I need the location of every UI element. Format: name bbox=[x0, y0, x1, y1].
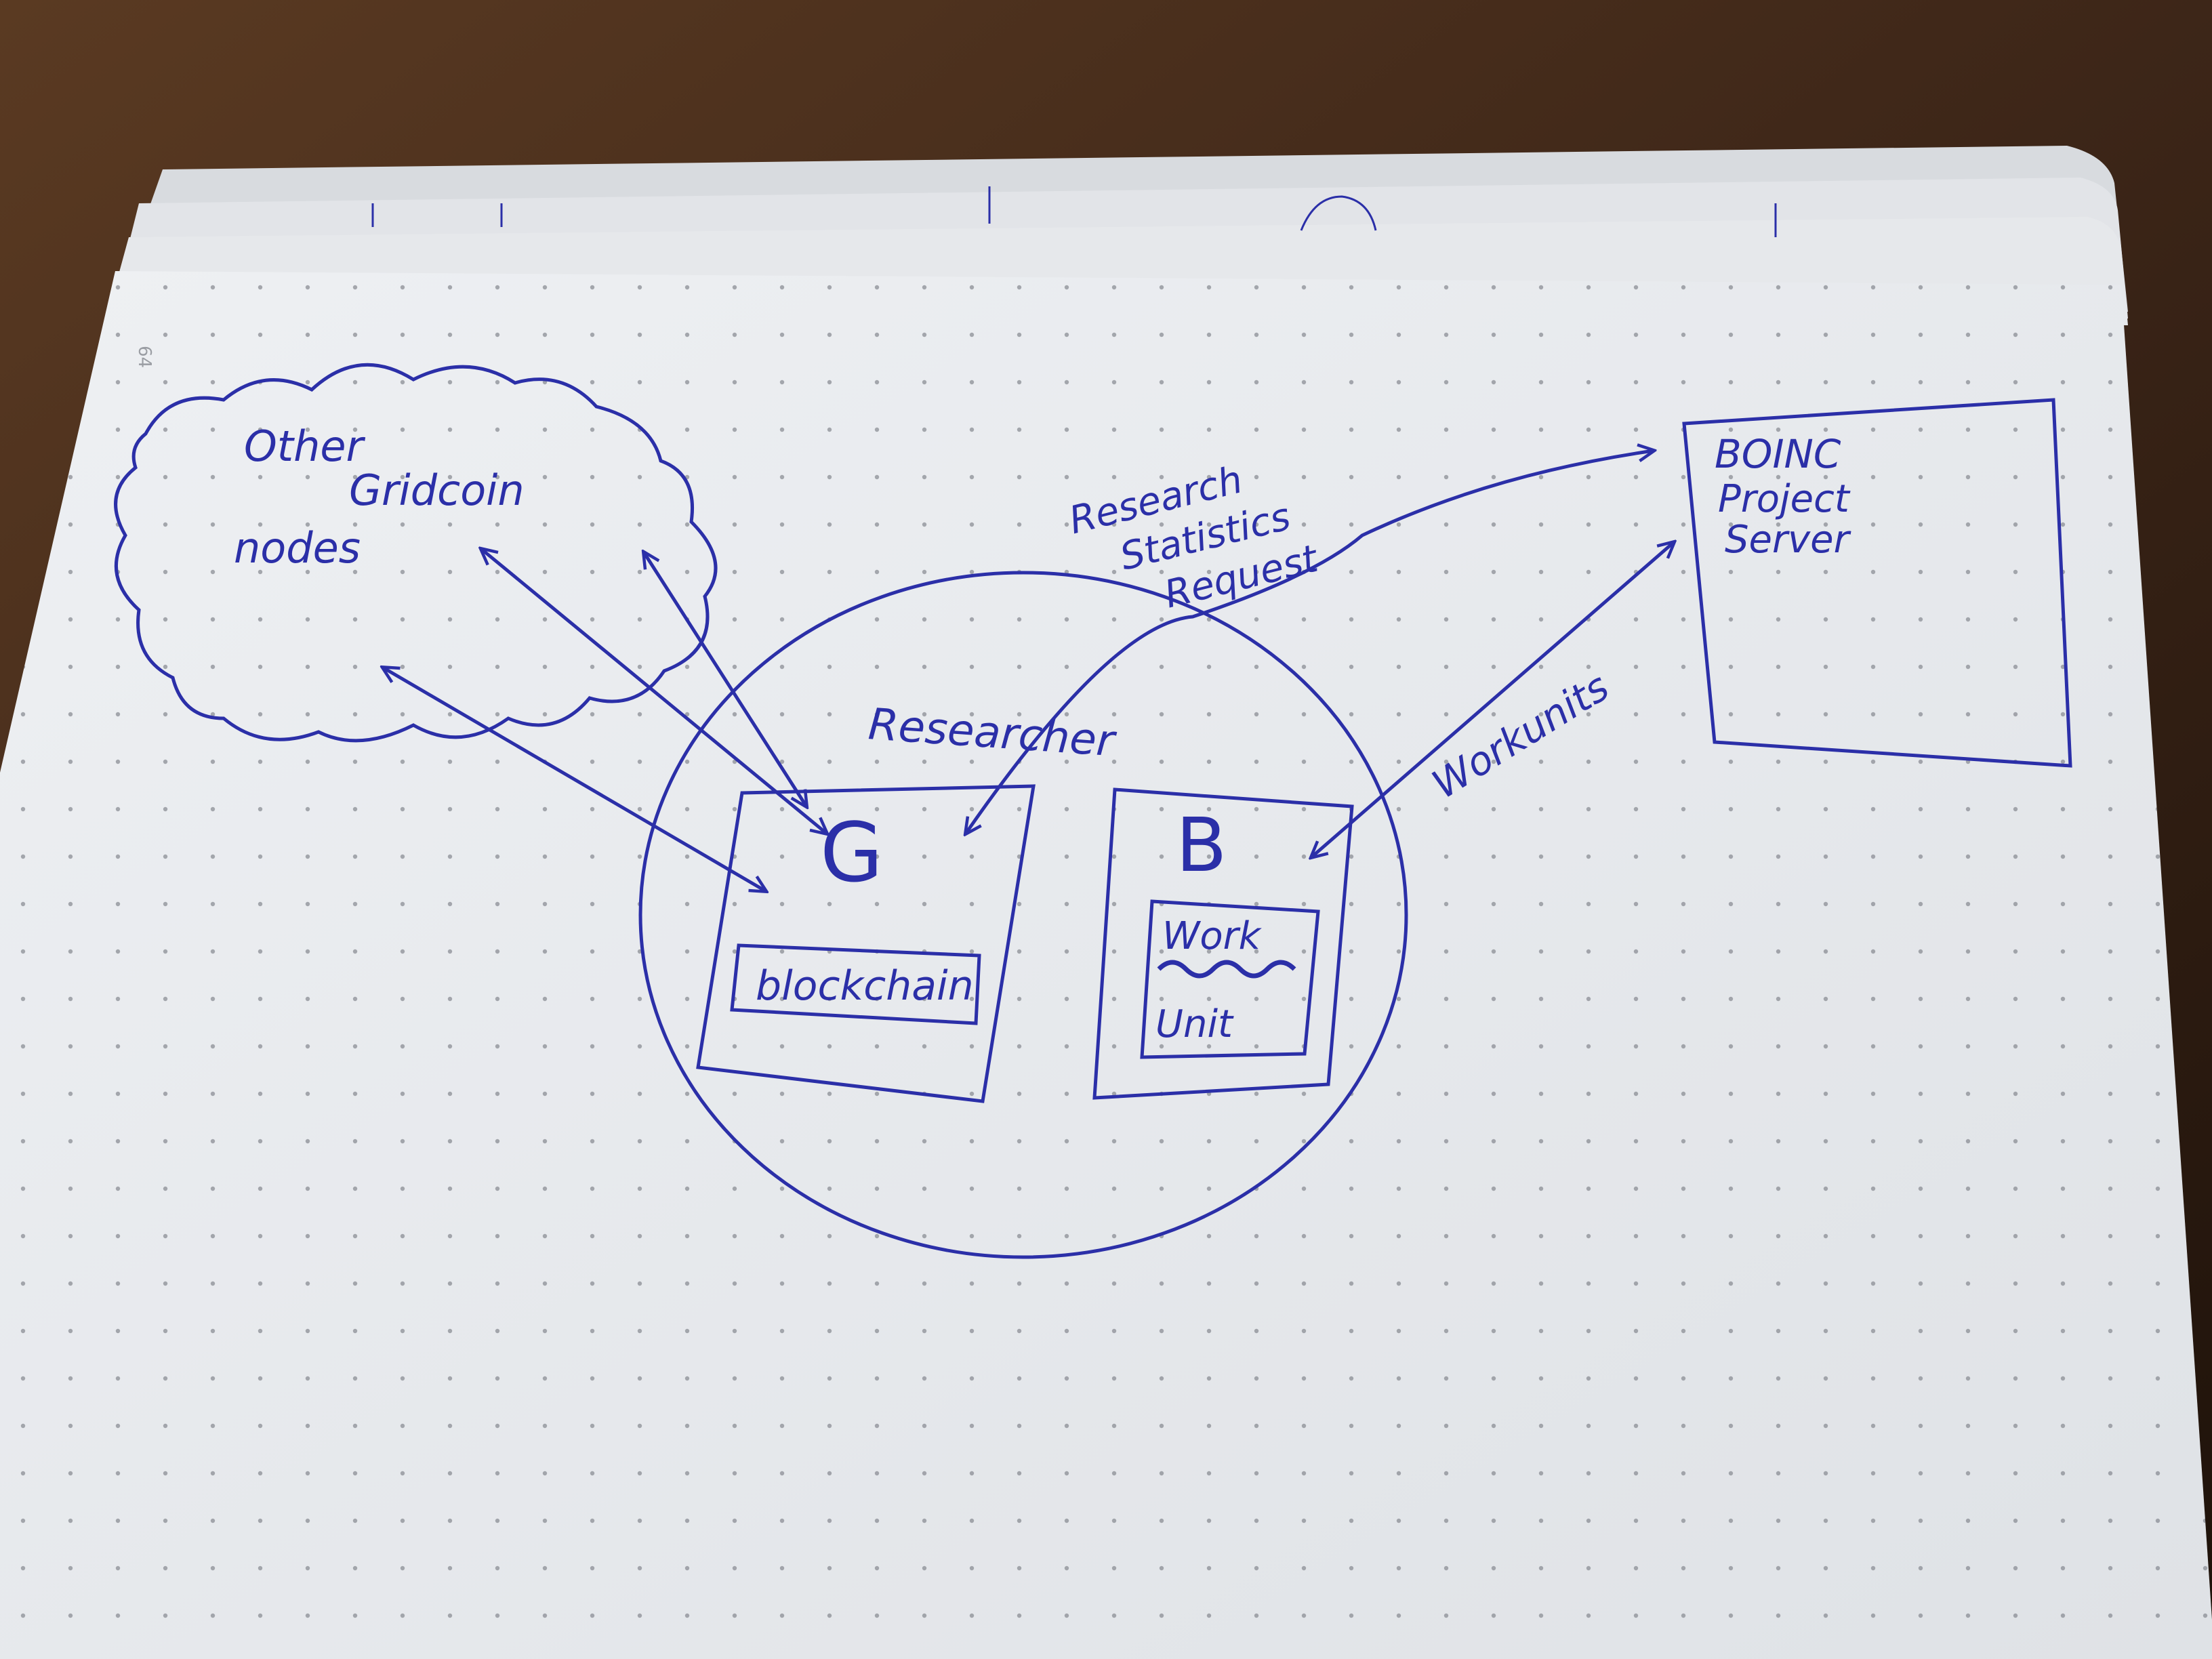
server-label-line-2: Project bbox=[1718, 477, 1851, 521]
gridcoin-nodes-cloud: Other Gridcoin nodes bbox=[114, 363, 718, 743]
work-unit-box bbox=[1140, 899, 1320, 1059]
cloud-label-line-2: Gridcoin bbox=[349, 466, 525, 515]
boinc-letter: B bbox=[1176, 802, 1227, 888]
server-label-line-1: BOINC bbox=[1715, 431, 1841, 477]
arrow-workunits bbox=[1311, 542, 1674, 857]
blockchain-box bbox=[730, 943, 981, 1025]
gridcoin-client-box: G blockchain bbox=[696, 784, 1036, 1103]
boinc-server-box: BOINC Project Server bbox=[1682, 398, 2072, 768]
cloud-label-line-1: Other bbox=[244, 422, 366, 471]
cloud-label-line-3: nodes bbox=[234, 523, 361, 573]
page-number: 64 bbox=[134, 346, 155, 368]
arrow-g-to-nodes-3 bbox=[644, 552, 806, 806]
work-unit-line-1: Work bbox=[1162, 914, 1263, 958]
work-unit-line-2: Unit bbox=[1155, 1002, 1234, 1046]
scribble-strikeout bbox=[1157, 960, 1296, 979]
blockchain-label: blockchain bbox=[756, 962, 974, 1010]
gridcoin-letter: G bbox=[820, 806, 883, 901]
arrow-request bbox=[966, 451, 1654, 834]
server-label-line-3: Server bbox=[1725, 518, 1851, 562]
arrows bbox=[383, 451, 1674, 891]
